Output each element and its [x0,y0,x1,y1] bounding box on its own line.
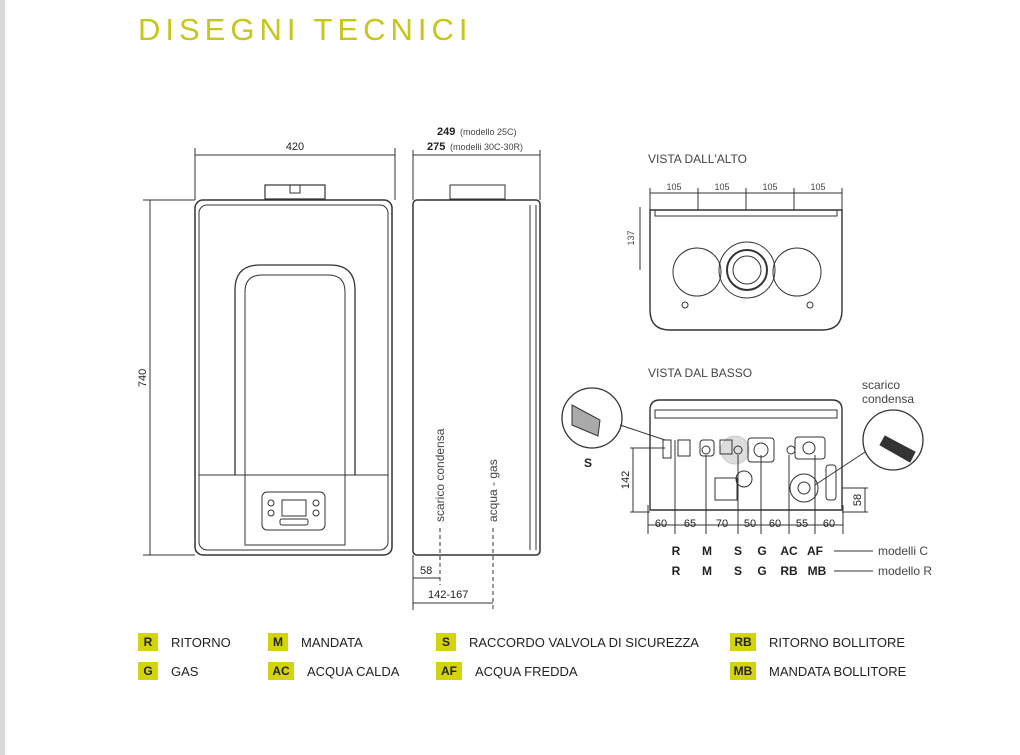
detail-s-magnifier [561,387,623,449]
svg-text:S: S [734,544,742,558]
control-panel [261,491,326,531]
svg-text:R: R [672,544,681,558]
bottom-dim: 55 [796,518,808,530]
detail-condensa-magnifier [862,409,924,471]
bottom-dim: 50 [744,518,756,530]
svg-text:MB: MB [808,564,827,578]
models-r-row: R M S G RB MB modello R [672,564,933,578]
top-dim: 105 [666,182,681,192]
svg-text:AF: AF [807,544,823,558]
bottom-dim: 60 [823,518,835,530]
svg-text:M: M [702,564,712,578]
side-width-25c: 249 [437,126,455,138]
page-edge [0,0,5,755]
bottom-tick-lines [647,440,844,534]
top-view-title: VISTA DALL'ALTO [648,152,747,166]
svg-text:G: G [757,544,766,558]
bottom-dim: 65 [684,518,696,530]
top-view: VISTA DALL'ALTO 105 105 105 105 137 [626,152,843,331]
side-width-30-note: (modelli 30C-30R) [450,142,523,152]
svg-text:R: R [672,564,681,578]
bottom-height-right-dim: 58 [852,494,864,506]
bottom-view-title: VISTA DAL BASSO [648,366,752,380]
svg-text:modelli C: modelli C [878,544,928,558]
models-c-row: R M S G AC AF modelli C [672,544,929,558]
svg-text:AC: AC [780,544,798,558]
top-dim: 105 [714,182,729,192]
condensa-label: condensa [862,392,914,406]
side-view: 249 (modello 25C) 275 (modelli 30C-30R) … [412,126,541,610]
svg-text:modello R: modello R [878,564,932,578]
top-depth-dim: 137 [626,230,636,245]
svg-text:S: S [734,564,742,578]
bottom-dim: 60 [655,518,667,530]
top-dim: 105 [810,182,825,192]
bottom-view: VISTA DAL BASSO 60 65 70 50 60 55 60 142… [561,366,933,578]
front-height-dim: 740 [137,369,149,387]
dim-142-167: 142-167 [428,589,468,601]
svg-text:RB: RB [780,564,798,578]
dim-58: 58 [420,565,432,577]
svg-text:G: G [757,564,766,578]
detail-s-label: S [584,456,592,470]
front-width-dim: 420 [286,141,304,153]
bottom-dim: 70 [716,518,728,530]
side-width-30: 275 [427,141,445,153]
page-title: DISEGNI TECNICI [138,12,473,47]
side-width-25c-note: (modello 25C) [460,127,517,137]
front-view: 420 740 [137,141,396,556]
label-acqua-gas: acqua - gas [486,459,500,522]
bottom-height-dim: 142 [620,471,632,489]
label-scarico-condensa: scarico condensa [433,428,447,522]
scarico-label: scarico [862,378,900,392]
top-dim: 105 [762,182,777,192]
svg-text:M: M [702,544,712,558]
bottom-dim: 60 [769,518,781,530]
